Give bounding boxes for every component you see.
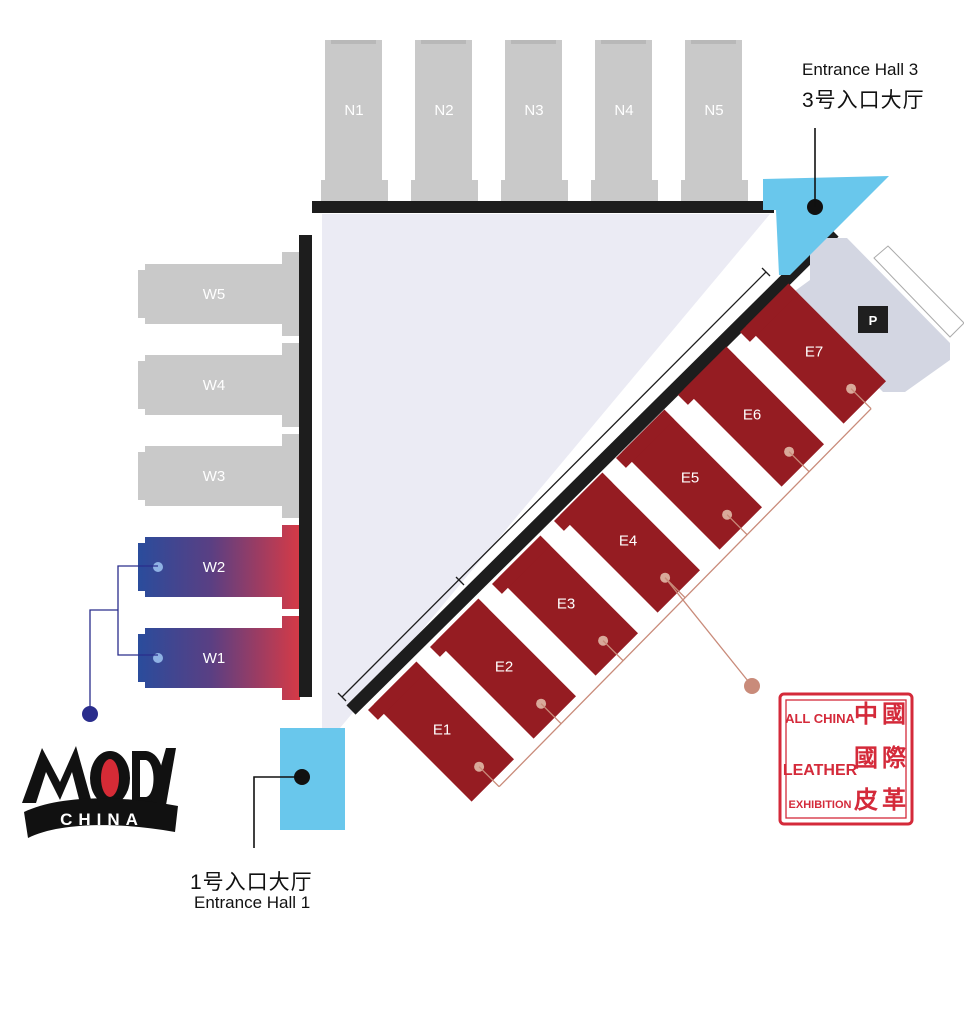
hall-label: E1 <box>433 722 451 739</box>
hall-label: E7 <box>805 344 823 361</box>
hall-w2[interactable]: W2 <box>138 525 300 609</box>
seal-left-text: ALL CHINA <box>785 711 855 726</box>
west-wall <box>299 235 312 697</box>
hall-w1[interactable]: W1 <box>138 616 300 700</box>
hall-label: N5 <box>704 102 723 119</box>
entrance-1-cn: 1号入口大厅 <box>190 871 313 894</box>
hall-w5[interactable]: W5 <box>138 252 300 336</box>
hall-label: N1 <box>344 102 363 119</box>
east-halls: E1 E2 E3 E4 E5 E6 E7 <box>368 283 886 802</box>
hall-label: N3 <box>524 102 543 119</box>
hall-label: N2 <box>434 102 453 119</box>
dimension-line <box>337 267 771 702</box>
hall-label: E3 <box>557 596 575 613</box>
entrance-hall-1[interactable] <box>280 728 345 830</box>
hall-e1[interactable]: E1 <box>368 661 514 802</box>
hall-label: E4 <box>619 533 637 550</box>
moda-sub-text: CHINA <box>60 810 144 829</box>
central-concourse <box>322 214 770 728</box>
hall-n5[interactable]: N5 <box>681 40 748 201</box>
hall-label: W2 <box>203 559 226 576</box>
hall-label: N4 <box>614 102 633 119</box>
hall-e5[interactable]: E5 <box>616 409 762 550</box>
north-wall <box>312 201 774 213</box>
entrance-3-cn: 3号入口大厅 <box>802 89 925 112</box>
hall-label: E5 <box>681 470 699 487</box>
hall-e3[interactable]: E3 <box>492 535 638 676</box>
parking-icon <box>858 306 888 333</box>
seal-char: 國 <box>882 700 906 728</box>
seal-char: 國 <box>854 744 878 772</box>
hall-n1[interactable]: N1 <box>321 40 388 201</box>
hall-n2[interactable]: N2 <box>411 40 478 201</box>
leather-leader-lines <box>478 388 872 788</box>
hall-label: W3 <box>203 468 226 485</box>
seal-char: 革 <box>882 786 906 814</box>
hall-label: E6 <box>743 407 761 424</box>
hall-w4[interactable]: W4 <box>138 343 300 427</box>
hall-n3[interactable]: N3 <box>501 40 568 201</box>
hall-w3[interactable]: W3 <box>138 434 300 518</box>
hall-e4[interactable]: E4 <box>554 472 700 613</box>
parking-label: P <box>869 313 878 328</box>
entrance-1-en: Entrance Hall 1 <box>194 893 311 912</box>
hall-e7[interactable]: E7 <box>740 283 886 424</box>
seal-char: 際 <box>882 744 906 772</box>
entrance-hall-3[interactable] <box>763 176 889 275</box>
moda-china-logo: CHINA <box>22 746 178 838</box>
hall-n4[interactable]: N4 <box>591 40 658 201</box>
moda-leader-lines <box>89 565 158 714</box>
hall-label: W1 <box>203 650 226 667</box>
moda-hall-marker <box>153 562 163 572</box>
east-wall <box>346 227 839 715</box>
seal-left-text: EXHIBITION <box>789 799 852 811</box>
hall-label: W4 <box>203 377 226 394</box>
entrance-3-en: Entrance Hall 3 <box>802 60 919 79</box>
hall-label: E2 <box>495 659 513 676</box>
moda-marker <box>82 706 98 722</box>
hall-label: W5 <box>203 286 226 303</box>
leather-marker <box>744 678 760 694</box>
north-halls: N1 N2 N3 N4 N5 <box>321 40 748 201</box>
seal-char: 中 <box>854 700 878 728</box>
entrance-1-leader <box>253 776 302 848</box>
seal-left-text: LEATHER <box>783 762 858 779</box>
seal-char: 皮 <box>854 786 878 814</box>
parking-lot: P <box>788 238 964 392</box>
